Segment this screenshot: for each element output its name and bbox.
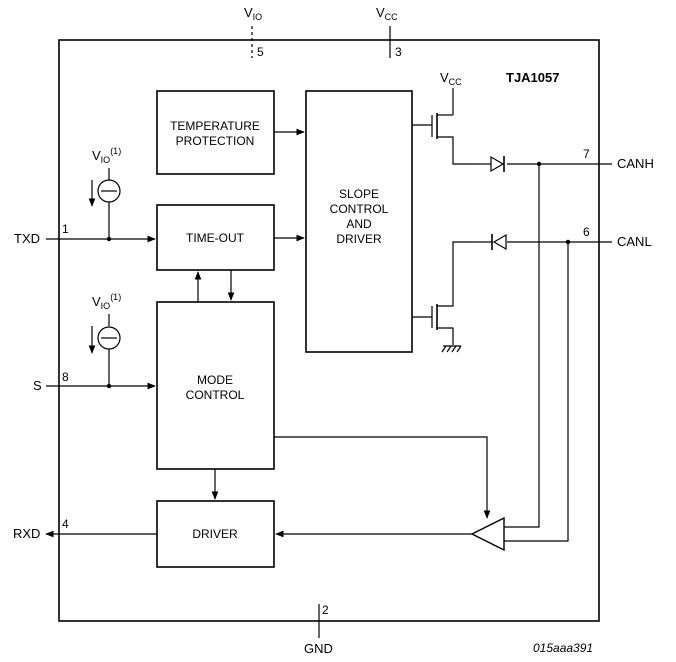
svg-text:CONTROL: CONTROL [186,388,245,402]
temperature-protection-block: TEMPERATURE PROTECTION [156,90,275,175]
svg-text:VIO(1): VIO(1) [92,146,121,165]
pin-s: S 8 [33,370,156,393]
receiver-comparator [470,164,569,552]
vio-current-source-s: VIO(1) [88,292,121,386]
pin-txd: TXD 1 [14,222,156,246]
high-side-transistor: VCC [412,70,477,165]
mode-control-block: MODE CONTROL [156,301,275,470]
svg-text:TIME-OUT: TIME-OUT [186,231,245,245]
pin-rxd: RXD 4 [13,517,157,541]
low-side-transistor [412,241,477,345]
svg-text:DRIVER: DRIVER [336,232,382,246]
driver-block: DRIVER [156,500,275,568]
slope-control-block: SLOPE CONTROL AND DRIVER [305,90,413,353]
svg-text:VCC: VCC [376,5,398,22]
svg-text:S: S [33,378,42,393]
figure-code: 015aaa391 [533,641,593,655]
internal-signal-wires [194,128,491,538]
svg-text:CANH: CANH [617,156,654,171]
vio-current-source-txd: VIO(1) [88,146,121,239]
svg-text:8: 8 [62,370,69,384]
svg-text:RXD: RXD [13,526,40,541]
svg-text:VIO(1): VIO(1) [92,292,121,311]
svg-text:TXD: TXD [14,231,40,246]
pin-gnd: 2 GND [304,603,333,656]
canl-diode [477,233,507,251]
svg-text:PROTECTION: PROTECTION [176,134,255,148]
pin-canh: 7 CANH [507,147,654,171]
svg-text:GND: GND [304,641,333,656]
svg-text:7: 7 [583,147,590,161]
svg-text:2: 2 [322,603,329,617]
svg-text:SLOPE: SLOPE [339,187,379,201]
canh-diode [477,155,505,173]
chip-name: TJA1057 [506,70,559,85]
chip-outline [58,39,600,622]
svg-text:6: 6 [583,225,590,239]
svg-text:AND: AND [346,217,372,231]
svg-text:CANL: CANL [617,234,652,249]
svg-text:DRIVER: DRIVER [192,527,238,541]
svg-text:VCC: VCC [440,70,462,87]
time-out-block: TIME-OUT [156,204,275,271]
pin-vio: VIO 5 [244,5,264,59]
svg-text:5: 5 [257,45,264,59]
svg-text:TEMPERATURE: TEMPERATURE [170,119,260,133]
svg-text:VIO: VIO [244,5,262,22]
svg-text:MODE: MODE [197,373,233,387]
svg-text:4: 4 [62,517,69,531]
svg-text:CONTROL: CONTROL [330,202,389,216]
pin-canl: 6 CANL [507,225,652,249]
pin-vcc: VCC 3 [376,5,402,59]
svg-text:3: 3 [395,45,402,59]
svg-text:1: 1 [62,222,69,236]
ground-symbol [441,345,462,353]
